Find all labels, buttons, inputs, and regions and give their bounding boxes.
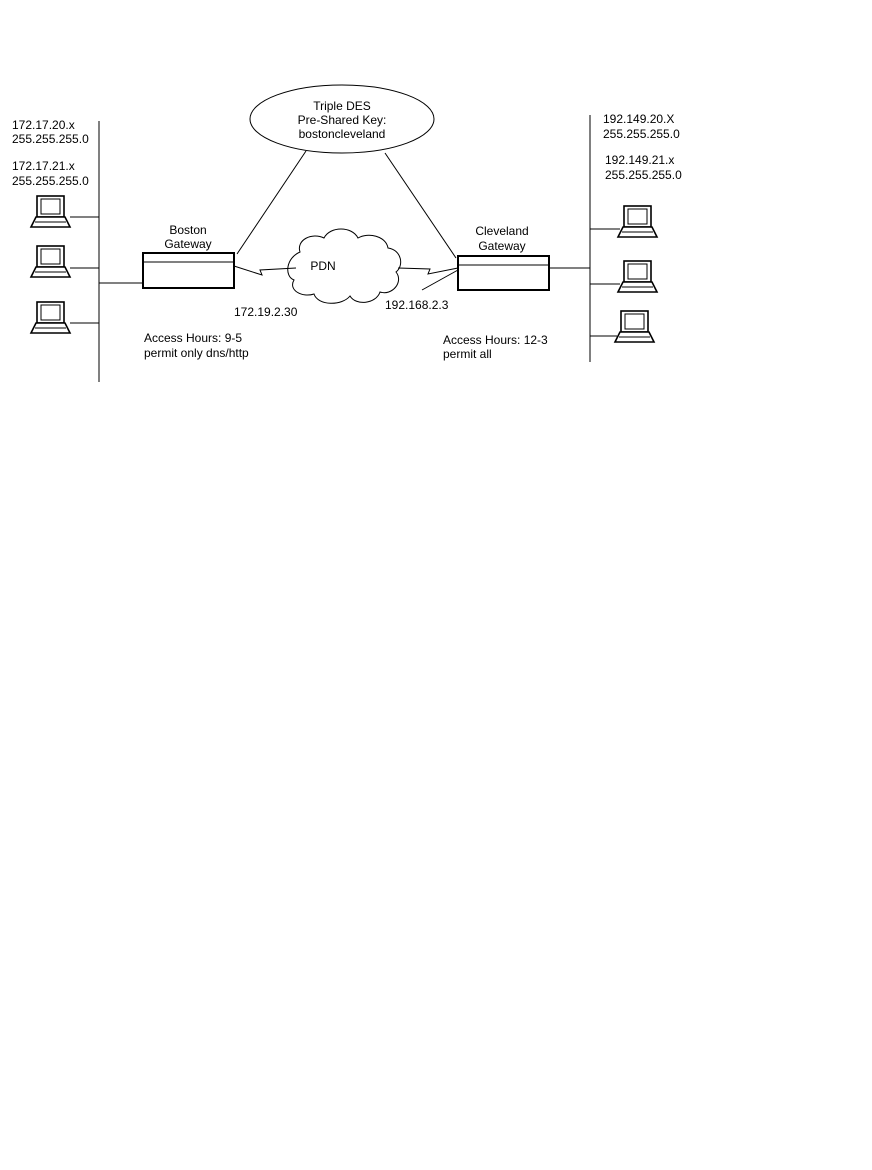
boston-lan: 172.17.20.x 255.255.255.0 172.17.21.x 25… — [12, 118, 143, 382]
tunnel-line-cleveland — [385, 153, 456, 258]
cleveland-wan-ip: 192.168.2.3 — [385, 298, 449, 312]
encryption-ellipse: Triple DES Pre-Shared Key: bostonclevela… — [250, 85, 434, 153]
laptop-icon — [31, 196, 99, 227]
pdn-cloud: PDN — [288, 229, 401, 303]
boston-access-permit: permit only dns/http — [144, 346, 249, 360]
pdn-label: PDN — [310, 259, 335, 273]
laptop-icon — [31, 302, 99, 333]
cleveland-subnet-1: 192.149.20.X — [603, 112, 674, 126]
cleveland-mask-2: 255.255.255.0 — [605, 168, 682, 182]
cleveland-lan: 192.149.20.X 255.255.255.0 192.149.21.x … — [549, 112, 682, 362]
laptop-icon — [590, 261, 657, 292]
laptop-icon — [31, 246, 99, 277]
boston-mask-1: 255.255.255.0 — [12, 132, 89, 146]
laptop-icon — [590, 311, 654, 342]
preshared-key-value: bostoncleveland — [299, 127, 386, 141]
laptop-icon — [590, 206, 657, 237]
cleveland-serial-link — [398, 268, 458, 274]
boston-access-hours: Access Hours: 9-5 — [144, 331, 242, 345]
cleveland-mask-1: 255.255.255.0 — [603, 127, 680, 141]
boston-wan-ip: 172.19.2.30 — [234, 305, 298, 319]
cleveland-gateway-label-2: Gateway — [478, 239, 525, 253]
boston-gateway-label-1: Boston — [169, 223, 206, 237]
boston-gateway-label-2: Gateway — [164, 237, 211, 251]
tunnel-line-boston — [237, 151, 306, 254]
cleveland-gateway-label-1: Cleveland — [475, 224, 528, 238]
preshared-key-label: Pre-Shared Key: — [298, 113, 387, 127]
cleveland-gateway: Cleveland Gateway — [458, 224, 549, 290]
cleveland-wan-tick — [422, 270, 458, 290]
cleveland-access-permit: permit all — [443, 347, 492, 361]
encryption-type-label: Triple DES — [313, 99, 371, 113]
boston-serial-link — [234, 266, 296, 275]
boston-mask-2: 255.255.255.0 — [12, 174, 89, 188]
boston-subnet-1: 172.17.20.x — [12, 118, 75, 132]
cleveland-access-hours: Access Hours: 12-3 — [443, 333, 548, 347]
boston-gateway: Boston Gateway — [143, 223, 234, 288]
cleveland-subnet-2: 192.149.21.x — [605, 153, 674, 167]
boston-subnet-2: 172.17.21.x — [12, 159, 75, 173]
